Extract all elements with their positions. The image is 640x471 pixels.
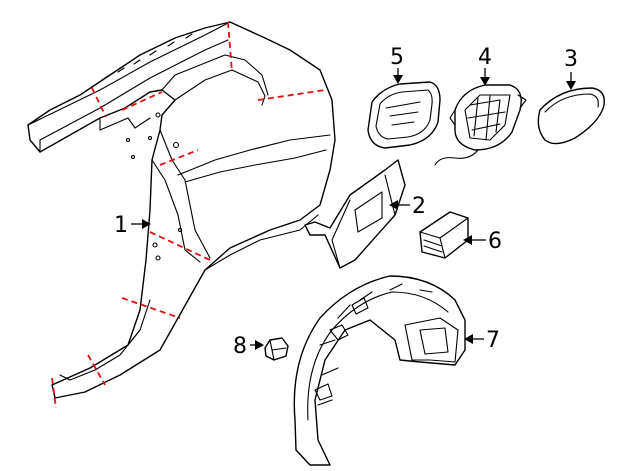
arrowhead-6 (463, 235, 472, 245)
arrowhead-3 (566, 81, 576, 90)
cut-lines (51, 21, 326, 409)
arrowhead-2 (389, 200, 398, 210)
cut-line (159, 149, 199, 166)
callout-label-5: 5 (390, 45, 404, 70)
cut-line (257, 89, 326, 101)
cut-line (149, 231, 211, 261)
arrowhead-5 (393, 75, 403, 84)
fuel-door-part (537, 87, 605, 145)
callout-label-7: 7 (486, 328, 500, 353)
callout-label-8: 8 (233, 334, 247, 359)
callout-label-3: 3 (564, 47, 578, 72)
cut-line (121, 297, 181, 319)
arrowhead-8 (255, 340, 264, 350)
fuel-door-seal-part (367, 81, 441, 149)
callout-labels: 1 2 3 4 5 6 7 8 (114, 45, 578, 359)
callout-label-1: 1 (114, 213, 128, 238)
clip-part (264, 337, 289, 361)
fuel-door-housing-part (304, 159, 406, 269)
quarter-panel-part (27, 21, 336, 399)
arrowhead-4 (480, 77, 490, 86)
bumper-pad-part (419, 211, 469, 259)
cut-line (87, 354, 106, 386)
callout-label-6: 6 (488, 229, 502, 254)
fuel-filler-housing-part (434, 84, 527, 166)
arrowhead-1 (142, 219, 151, 229)
cut-line (91, 87, 107, 118)
wheel-liner-part (293, 275, 466, 466)
cut-line (121, 91, 163, 111)
cut-line (227, 21, 233, 73)
cut-line (51, 377, 57, 409)
arrowhead-7 (464, 334, 473, 344)
callout-arrows (131, 68, 576, 350)
callout-label-4: 4 (478, 45, 492, 70)
callout-label-2: 2 (412, 194, 426, 219)
